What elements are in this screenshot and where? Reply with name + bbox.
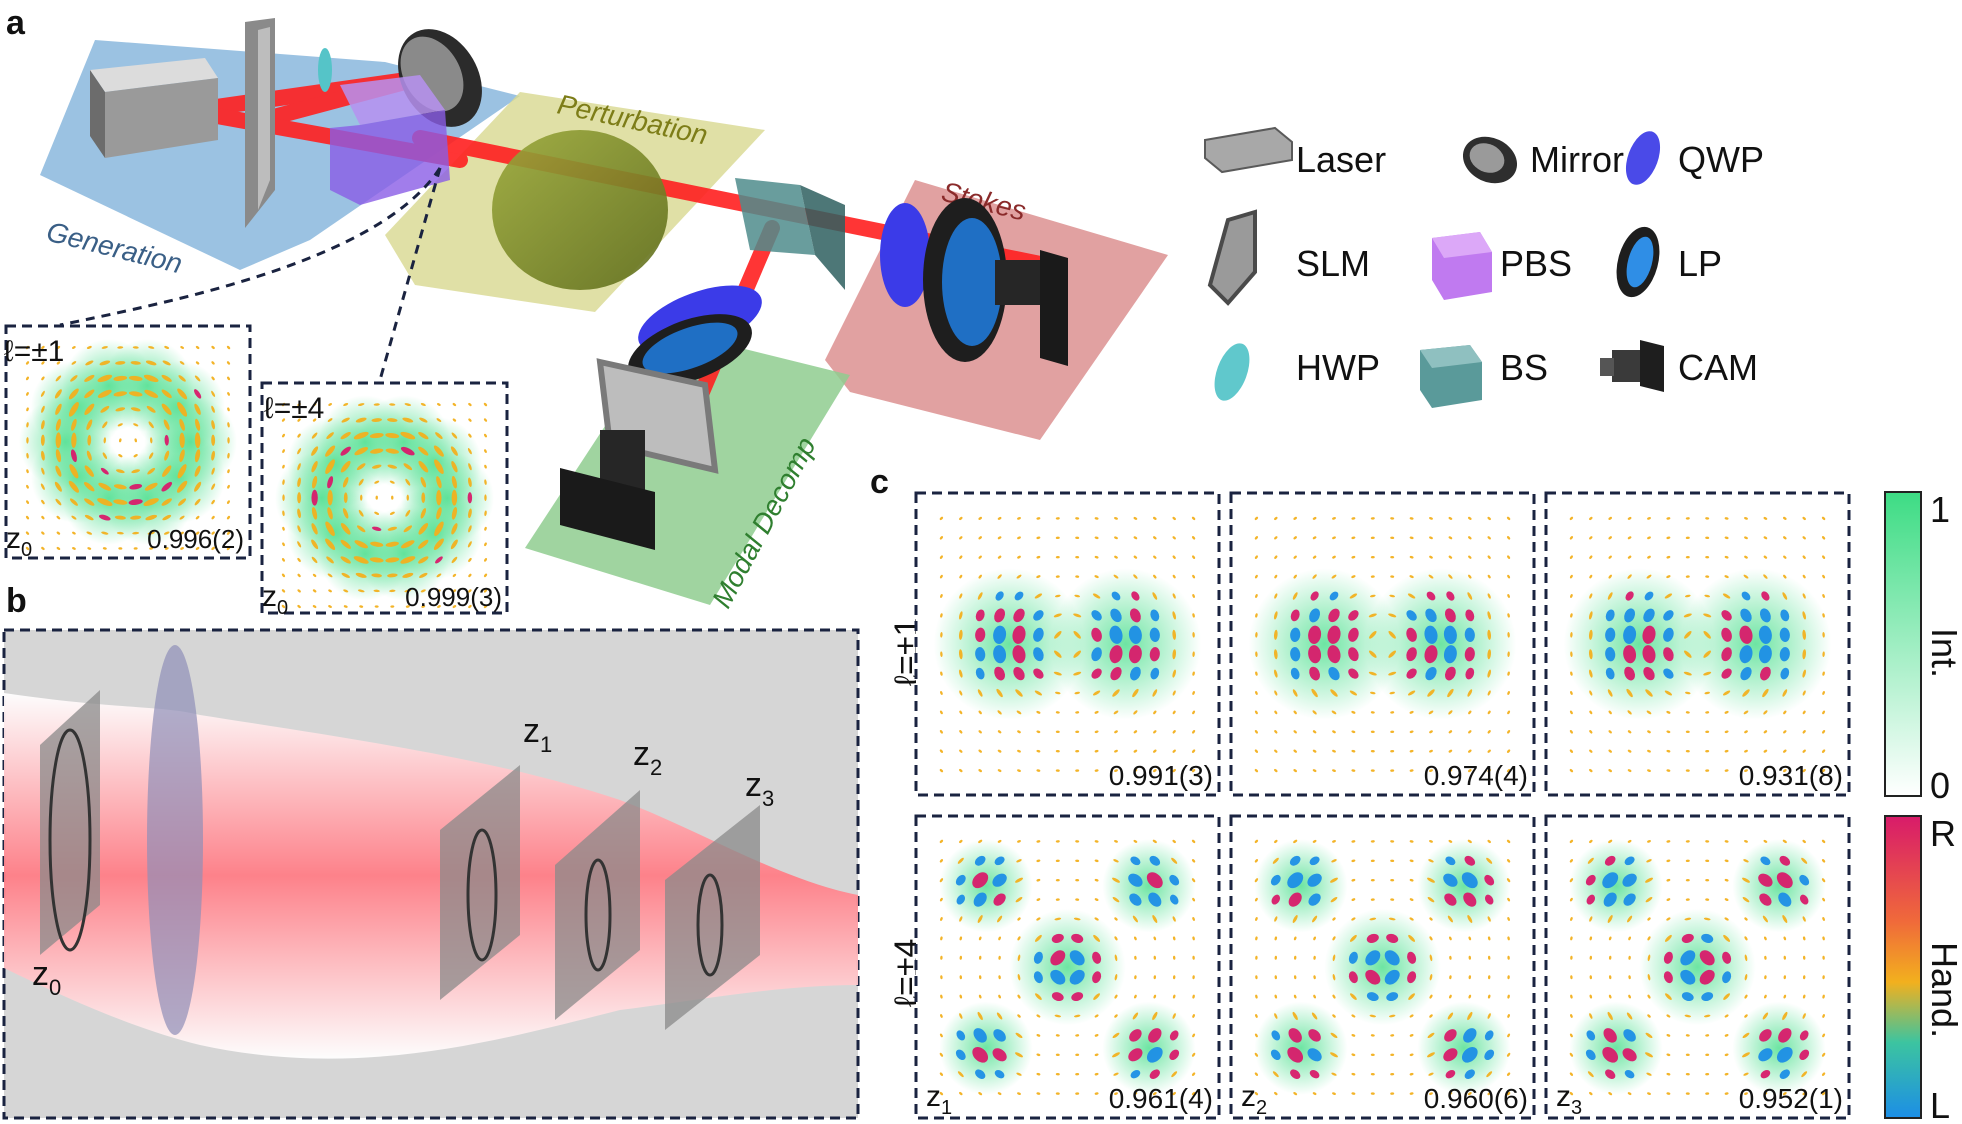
inset-ell4: ℓ=±4 z0 0.999(3) <box>260 381 509 619</box>
modal-lp-glass <box>642 322 738 374</box>
legend-laser-label: Laser <box>1296 139 1386 180</box>
plane-z2 <box>555 790 640 1020</box>
pbs-device <box>330 75 450 205</box>
map-cell: 0.991(3) <box>914 491 1221 797</box>
map-fidelity: 0.931(8) <box>1739 760 1843 791</box>
ring-z1 <box>466 828 498 962</box>
inset-ell1-field <box>18 339 238 551</box>
hwp-icon <box>1214 343 1250 401</box>
legend-lp-label: LP <box>1678 243 1722 284</box>
beam-profile <box>4 693 858 1059</box>
colorbar-intensity-label: Int. <box>1924 628 1962 678</box>
panel-c: c ℓ=±1 ℓ=±4 0.991(3)0.974(4)0.931(8)0.96… <box>870 463 1962 1124</box>
map-fidelity: 0.961(4) <box>1109 1083 1213 1114</box>
colorbar-hand-bottom: L <box>1930 1085 1950 1124</box>
legend-bs: BS <box>1420 345 1548 408</box>
stokes-camera <box>995 250 1068 366</box>
slm-icon <box>1207 209 1257 306</box>
inset-ell4-fidelity: 0.999(3) <box>405 582 502 612</box>
map-plane-label: z1 <box>926 1080 952 1119</box>
map-cell: 0.952(1) z3 <box>1544 814 1851 1120</box>
map-field <box>1569 839 1826 1096</box>
ring-z0 <box>48 728 92 952</box>
legend-lp: LP <box>1616 226 1722 298</box>
map-plane-label: z2 <box>1241 1080 1267 1119</box>
legend-cam: CAM <box>1600 340 1758 392</box>
legend-hwp: HWP <box>1214 343 1380 401</box>
legend-bs-label: BS <box>1500 347 1548 388</box>
legend-cam-label: CAM <box>1678 347 1758 388</box>
map-cell: 0.931(8) <box>1544 491 1851 797</box>
colorbar-hand-label: Hand. <box>1924 942 1962 1038</box>
inset-ell4-z: z0 <box>262 580 288 619</box>
plane-z1 <box>440 765 520 1000</box>
inset-ell1-fidelity: 0.996(2) <box>147 524 244 554</box>
ring-z2 <box>584 858 612 972</box>
cam-icon <box>1600 340 1664 392</box>
inset-ell4-field <box>274 395 495 609</box>
legend-pbs: PBS <box>1432 232 1572 300</box>
panel-c-label: c <box>870 463 889 501</box>
inset-connectors <box>59 167 442 381</box>
map-field <box>1254 839 1511 1096</box>
panel-a: a Generation Perturbation Stokes Modal D… <box>4 4 1764 619</box>
map-fidelity: 0.960(6) <box>1424 1083 1528 1114</box>
plane-z0 <box>40 690 100 955</box>
map-field <box>933 516 1202 773</box>
map-cell: 0.974(4) <box>1229 491 1536 797</box>
map-plane-label: z3 <box>1556 1080 1582 1119</box>
lens <box>147 645 203 1035</box>
legend-laser: Laser <box>1204 126 1386 180</box>
map-field <box>1248 516 1517 773</box>
legend-mirror: Mirror <box>1462 136 1624 184</box>
plane-z2-label: z2 <box>633 735 662 780</box>
laser-source <box>90 58 218 158</box>
stokes-qwp <box>880 203 930 307</box>
legend-hwp-label: HWP <box>1296 347 1380 388</box>
map-cell: 0.960(6) z2 <box>1229 814 1536 1120</box>
map-cell: 0.961(4) z1 <box>914 814 1221 1120</box>
plane-z3 <box>665 805 760 1030</box>
legend-slm-label: SLM <box>1296 243 1370 284</box>
plane-z3-label: z3 <box>745 766 774 811</box>
legend-mirror-label: Mirror <box>1530 139 1624 180</box>
turbulence-sphere <box>492 130 668 290</box>
inset-ell1: ℓ=±1 z0 0.996(2) <box>4 324 252 561</box>
plane-z1-label: z1 <box>523 712 552 757</box>
polarization-map-grid: 0.991(3) 0.974(4) 0.931(8) 0.961(4) z1 0.960(… <box>914 491 1851 1120</box>
colorbar-intensity-bottom: 0 <box>1930 765 1950 806</box>
component-legend: Laser Mirror QWP SLM PBS <box>1204 126 1764 408</box>
colorbar-intensity: 1 0 Int. <box>1884 489 1962 806</box>
slm-device <box>245 18 275 228</box>
colorbar-intensity-top: 1 <box>1930 489 1950 530</box>
legend-qwp: QWP <box>1625 131 1764 185</box>
legend-qwp-label: QWP <box>1678 139 1764 180</box>
colorbar-hand-top: R <box>1930 813 1956 854</box>
legend-pbs-label: PBS <box>1500 243 1572 284</box>
qwp-icon <box>1625 131 1661 185</box>
inset-ell1-mode: ℓ=±1 <box>4 335 64 368</box>
modal-camera <box>560 430 655 550</box>
map-field <box>939 839 1196 1096</box>
legend-slm: SLM <box>1207 209 1370 306</box>
inset-ell1-z: z0 <box>6 522 32 561</box>
plane-z0-label: z0 <box>32 955 61 1000</box>
hwp-device <box>318 48 332 92</box>
map-field <box>1563 516 1832 773</box>
ring-z3 <box>696 873 724 977</box>
laser-icon <box>1204 126 1293 174</box>
colorbar-handedness: R L Hand. <box>1884 813 1962 1124</box>
panel-a-label: a <box>6 4 26 42</box>
bs-device <box>735 178 845 290</box>
panel-b: b z0 z1 z2 z3 <box>2 582 860 1120</box>
map-fidelity: 0.991(3) <box>1109 760 1213 791</box>
map-fidelity: 0.974(4) <box>1424 760 1528 791</box>
stokes-lp-glass <box>942 218 1002 346</box>
inset-ell4-mode: ℓ=±4 <box>264 392 324 425</box>
panel-b-label: b <box>6 582 27 620</box>
map-fidelity: 0.952(1) <box>1739 1083 1843 1114</box>
